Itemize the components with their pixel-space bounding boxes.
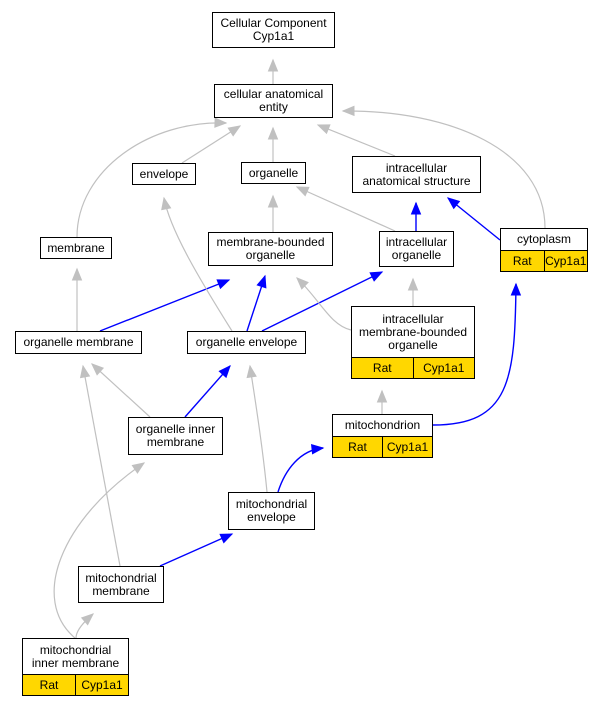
node-organelle-inner-membrane[interactable]: organelle inner membrane — [128, 417, 223, 455]
node-label: Cellular Component Cyp1a1 — [220, 16, 327, 43]
edge-arrowhead — [227, 125, 242, 137]
gene-cell: Cyp1a1 — [412, 358, 475, 378]
edge-arrowhead — [267, 194, 279, 208]
node-label: organelle membrane — [23, 335, 134, 349]
annotation-row: Rat Cyp1a1 — [333, 436, 432, 457]
node-intracellular-organelle[interactable]: intracellular organelle — [379, 231, 454, 267]
annotation-row: Rat Cyp1a1 — [352, 357, 474, 378]
edge-arrowhead — [316, 124, 331, 135]
edge-arrowhead — [296, 277, 309, 290]
node-cellular-component[interactable]: Cellular Component Cyp1a1 — [212, 12, 335, 48]
edge-arrowhead — [218, 365, 231, 379]
edge-arrowhead — [246, 364, 257, 379]
edge-organelle-inner-membrane-to-organelle-membrane — [91, 363, 151, 418]
edge-arrowhead — [71, 267, 83, 281]
node-cytoplasm[interactable]: cytoplasm Rat Cyp1a1 — [500, 228, 588, 272]
edge-organelle-envelope-to-intracellular-organelle — [261, 271, 383, 332]
edge-cytoplasm-to-cellular-anatomical-entity — [342, 110, 546, 229]
edge-mitochondrial-envelope-to-organelle-envelope — [249, 365, 268, 493]
gene-cell: Cyp1a1 — [382, 437, 432, 457]
edge-arrowhead — [267, 58, 279, 72]
edge-arrowhead — [91, 363, 105, 376]
node-label: envelope — [139, 166, 189, 181]
edge-arrowhead — [369, 271, 384, 282]
node-mitochondrial-inner-membrane[interactable]: mitochondrial inner membrane Rat Cyp1a1 — [22, 638, 129, 696]
edge-intracellular-organelle-to-organelle — [296, 186, 396, 232]
node-label: intracellular organelle — [385, 235, 448, 262]
node-label: cellular anatomical entity — [223, 87, 324, 114]
node-label: organelle envelope — [195, 335, 298, 349]
edge-arrowhead — [267, 126, 279, 140]
edge-arrowhead — [161, 196, 172, 211]
node-label: intracellular membrane-bounded organelle — [358, 311, 468, 352]
edge-intracellular-anatomical-structure-to-cellular-anatomical-entity — [317, 124, 396, 157]
gene-cell: Cyp1a1 — [75, 675, 128, 695]
edge-arrowhead — [310, 444, 325, 455]
node-organelle-membrane[interactable]: organelle membrane — [15, 331, 142, 354]
edge-arrowhead — [410, 201, 422, 215]
node-mitochondrial-membrane[interactable]: mitochondrial membrane — [78, 566, 164, 603]
node-intracellular-membrane-bounded-organelle[interactable]: intracellular membrane-bounded organelle… — [351, 306, 475, 379]
node-membrane-bounded-organelle[interactable]: membrane-bounded organelle — [208, 232, 333, 266]
species-cell: Rat — [512, 253, 532, 268]
edge-arrowhead — [407, 277, 419, 291]
edge-mitochondrial-envelope-to-mitochondrion — [277, 447, 324, 493]
edge-organelle-envelope-to-envelope — [163, 197, 233, 332]
edge-arrowhead — [446, 197, 461, 210]
species-cell: Rat — [348, 439, 367, 454]
node-label: membrane-bounded organelle — [216, 235, 325, 262]
edge-mitochondrial-membrane-to-organelle-membrane — [82, 365, 121, 567]
annotation-row: Rat Cyp1a1 — [23, 674, 128, 695]
node-label: cytoplasm — [516, 232, 572, 246]
edge-mitochondrial-membrane-to-mitochondrial-envelope — [159, 533, 233, 567]
gene-cell: Cyp1a1 — [543, 251, 588, 271]
edge-arrowhead — [131, 462, 146, 474]
node-label: mitochondrial membrane — [85, 570, 157, 598]
edge-arrowhead — [376, 389, 388, 403]
edge-mitochondrial-inner-membrane-to-organelle-inner-membrane — [53, 462, 145, 639]
node-membrane[interactable]: membrane — [40, 237, 112, 259]
node-label: organelle inner membrane — [135, 422, 216, 449]
node-cellular-anatomical-entity[interactable]: cellular anatomical entity — [214, 84, 333, 118]
node-label: mitochondrion — [344, 418, 421, 432]
edge-organelle-membrane-to-membrane-bounded-organelle — [99, 279, 230, 332]
edge-arrowhead — [79, 364, 91, 379]
annotation-row: Rat Cyp1a1 — [501, 250, 587, 271]
node-envelope[interactable]: envelope — [132, 163, 196, 185]
edge-arrowhead — [219, 533, 234, 544]
edge-arrowhead — [295, 186, 310, 197]
node-intracellular-anatomical-structure[interactable]: intracellular anatomical structure — [352, 156, 481, 193]
node-mitochondrion[interactable]: mitochondrion Rat Cyp1a1 — [332, 414, 433, 458]
node-label: mitochondrial inner membrane — [31, 642, 120, 670]
edge-arrowhead — [216, 279, 231, 290]
edge-membrane-to-cellular-anatomical-entity — [76, 122, 227, 238]
species-cell: Rat — [372, 360, 392, 375]
node-organelle[interactable]: organelle — [241, 162, 306, 184]
species-cell: Rat — [39, 677, 59, 692]
edge-arrowhead — [256, 274, 267, 289]
node-label: membrane — [47, 240, 105, 255]
edge-arrowhead — [510, 282, 522, 296]
node-label: mitochondrial envelope — [235, 497, 308, 524]
edge-mitochondrion-to-cytoplasm — [432, 283, 517, 426]
node-label: organelle — [248, 165, 299, 180]
edge-arrowhead — [214, 117, 228, 128]
node-organelle-envelope[interactable]: organelle envelope — [187, 331, 306, 354]
node-mitochondrial-envelope[interactable]: mitochondrial envelope — [228, 492, 315, 530]
node-label: intracellular anatomical structure — [362, 160, 471, 188]
edge-arrowhead — [80, 613, 94, 626]
edge-arrowhead — [341, 105, 355, 117]
